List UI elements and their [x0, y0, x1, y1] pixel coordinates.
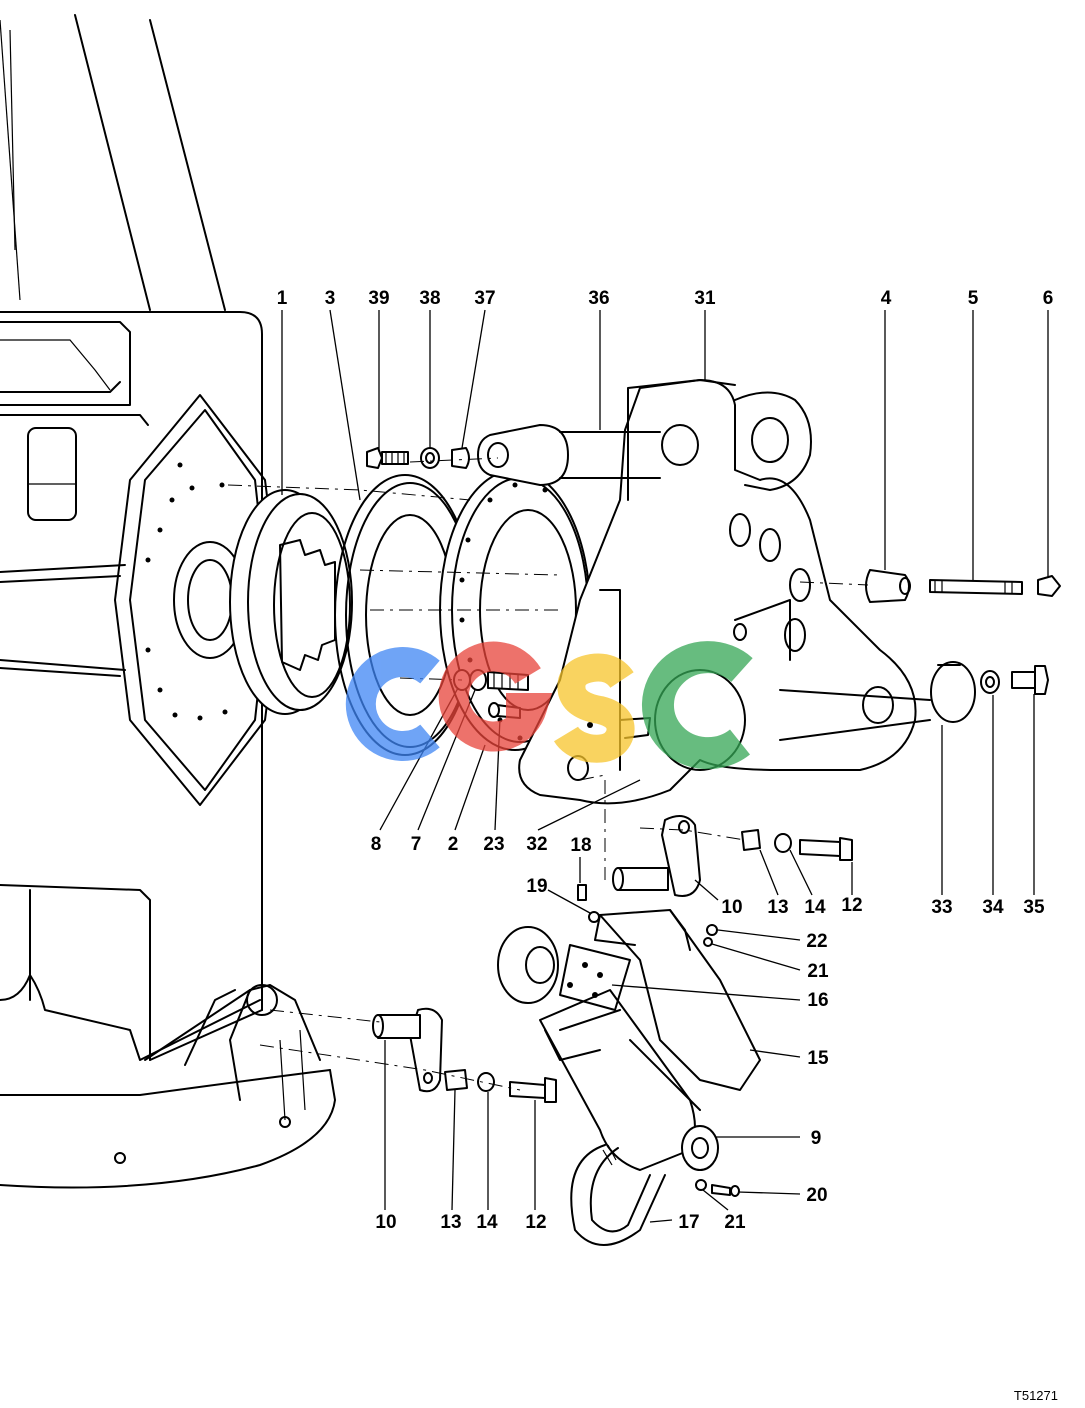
- flange-bolt-holes: [145, 462, 228, 721]
- callout-labels: 1 3 39 38 37 36 31 4 5 6 8 7 2 23 32 18 …: [277, 288, 1058, 1403]
- callout-33: 33: [931, 897, 952, 918]
- callout-21-upper: 21: [807, 961, 829, 982]
- callout-39: 39: [368, 288, 389, 309]
- watermark-letter-g-red: [438, 641, 553, 752]
- callout-21-lower: 21: [724, 1212, 746, 1233]
- part-9-cylinder: [497, 926, 719, 1171]
- watermark-letter-c-blue: [345, 647, 440, 761]
- callout-13-lower: 13: [440, 1212, 461, 1233]
- drawing-code: T51271: [1014, 1388, 1058, 1403]
- callout-3: 3: [325, 288, 336, 309]
- callout-32: 32: [526, 834, 547, 855]
- callout-17: 17: [678, 1212, 699, 1233]
- parts-33-34-35-hardware: [779, 661, 1049, 741]
- callout-16: 16: [807, 990, 828, 1011]
- callout-35: 35: [1023, 897, 1045, 918]
- callout-34: 34: [982, 897, 1004, 918]
- cgsc-watermark: [345, 641, 753, 770]
- callout-31: 31: [694, 288, 716, 309]
- callout-7: 7: [411, 834, 422, 855]
- callout-15: 15: [807, 1048, 829, 1069]
- parts-4-5-6-hardware: [865, 569, 1061, 603]
- callout-23: 23: [483, 834, 504, 855]
- part-31-main-bracket: [518, 379, 917, 805]
- callout-12-lower: 12: [525, 1212, 546, 1233]
- callout-6: 6: [1043, 288, 1054, 309]
- callout-22: 22: [806, 931, 827, 952]
- callout-20: 20: [806, 1185, 827, 1206]
- assembly-center-lines: [227, 457, 869, 1091]
- callout-8: 8: [371, 834, 382, 855]
- upper-link-10-assembly: [612, 815, 853, 897]
- callout-18: 18: [570, 835, 591, 856]
- callout-19: 19: [526, 876, 547, 897]
- lower-link-10-assembly: [372, 1007, 557, 1103]
- callout-1: 1: [277, 288, 288, 309]
- callout-10-lower: 10: [375, 1212, 396, 1233]
- callout-14-lower: 14: [476, 1212, 498, 1233]
- callout-9: 9: [811, 1128, 822, 1149]
- callout-4: 4: [881, 288, 892, 309]
- callout-5: 5: [968, 288, 979, 309]
- small-screws: [577, 884, 740, 1197]
- part-1-drum: [229, 489, 353, 715]
- callout-leader-lines: [281, 309, 1049, 1223]
- callout-2: 2: [448, 834, 459, 855]
- part-17-u-bolt: [570, 1144, 666, 1246]
- callout-13-upper: 13: [767, 897, 788, 918]
- callout-14-upper: 14: [804, 897, 826, 918]
- callout-38: 38: [419, 288, 440, 309]
- watermark-letter-c-green: [641, 641, 753, 770]
- callout-10-upper: 10: [721, 897, 742, 918]
- parts-37-38-39-hardware: [366, 447, 470, 469]
- part-36-pin: [477, 424, 661, 486]
- parts-15-16-bracket: [559, 909, 761, 1091]
- callout-36: 36: [588, 288, 609, 309]
- callout-12-upper: 12: [841, 895, 862, 916]
- watermark-letter-s-yellow: [553, 653, 635, 763]
- callout-37: 37: [474, 288, 495, 309]
